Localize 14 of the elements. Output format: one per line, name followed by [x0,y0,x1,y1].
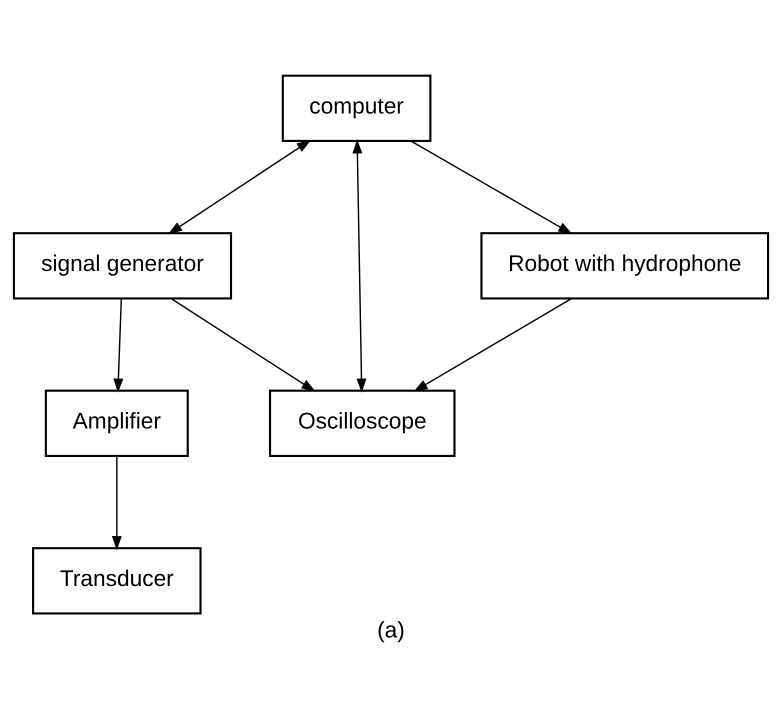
arrow [112,456,122,550]
node-box: Transducer [32,547,202,614]
arrow [410,140,572,234]
node-box: computer [282,74,432,142]
arrow [352,139,366,393]
arrow [168,140,311,234]
node-box: Robot with hydrophone [480,232,770,300]
node-box: Amplifier [44,390,189,457]
arrow [113,298,124,393]
arrow [413,298,572,392]
arrow [170,298,316,392]
node-box: signal generator [12,232,232,300]
caption: (a) [377,616,405,642]
node-box: Oscilloscope [268,390,456,457]
